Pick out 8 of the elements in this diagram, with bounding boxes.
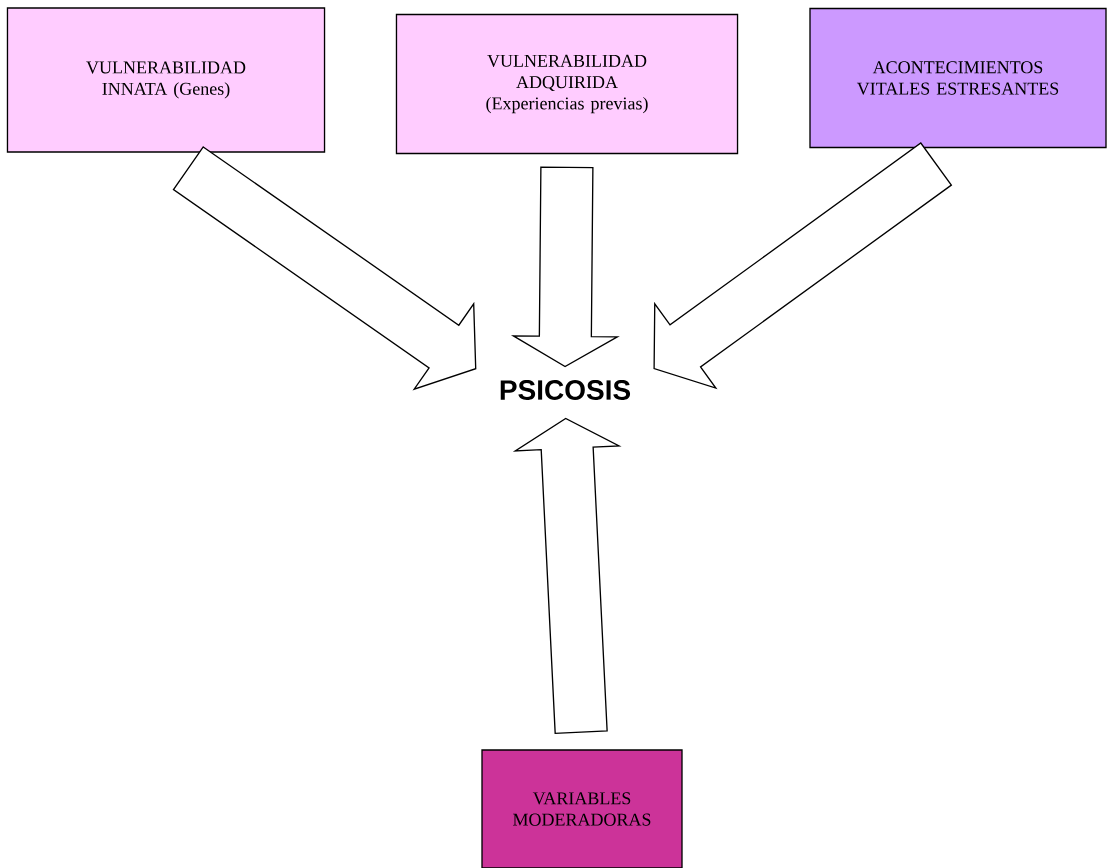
block-arrow — [510, 166, 620, 368]
title-text: PSICOSIS — [500, 380, 631, 400]
concept-box: VARIABLES MODERADORAS — [481, 749, 683, 868]
concept-box: VULNERABILIDAD INNATA (Genes) — [6, 7, 326, 153]
concept-box: VULNERABILIDAD ADQUIRIDA (Experiencias previas) — [395, 13, 739, 155]
block-arrow — [512, 417, 622, 735]
block-arrow — [172, 146, 477, 391]
concept-box: ACONTECIMIENTOS VITALES ESTRESANTES — [809, 7, 1107, 149]
